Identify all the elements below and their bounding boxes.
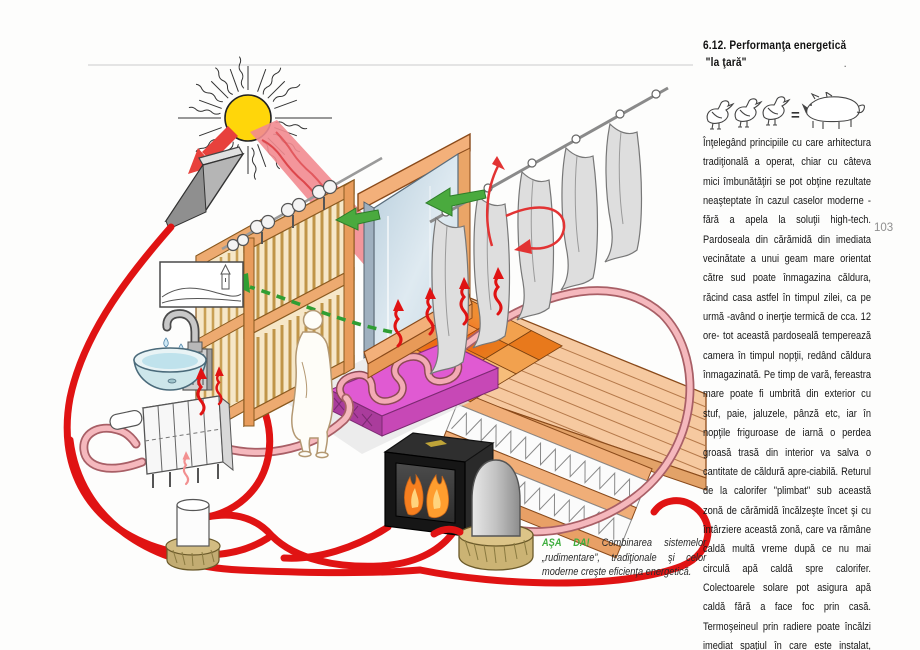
glass-bowl-sink	[133, 347, 207, 391]
person-figure	[291, 309, 334, 459]
text-column: 6.12. Performanţa energetică "la ţară" .	[703, 38, 903, 72]
section-heading-line2: "la ţară"	[705, 57, 747, 69]
puffer-tank	[165, 498, 221, 571]
faucet	[162, 309, 203, 355]
geese-equals-pig-figure: =	[706, 92, 865, 130]
pig-icon	[801, 92, 865, 129]
section-heading: 6.12. Performanţa energetică "la ţară" .	[703, 38, 875, 72]
section-heading-line1: 6.12. Performanţa energetică	[703, 40, 847, 52]
solar-collector-panel	[164, 146, 245, 230]
caption-highlight: AŞA DA!	[542, 537, 602, 549]
heating-coil-pipe	[335, 352, 463, 406]
figure-caption: AŞA DA! Combinarea sistemelor „rudimenta…	[542, 536, 706, 580]
caption-text: Combinarea sistemelor „rudimentare”, tra…	[542, 537, 707, 579]
radiator	[109, 394, 234, 488]
boiler-dome	[471, 459, 521, 537]
heading-trailing-mark: .	[843, 58, 847, 70]
screen-sliding-rod	[221, 156, 383, 252]
page-number: 103	[874, 222, 894, 234]
flames	[404, 473, 449, 519]
airflow-arrows	[334, 187, 487, 231]
article-body: Înţelegând principiile cu care arhitectu…	[703, 137, 871, 650]
fireplace-feed-pipe	[430, 525, 464, 538]
landscape-picture	[159, 261, 244, 308]
air-circulation-arrows	[485, 156, 566, 254]
equals-sign: =	[791, 107, 800, 124]
